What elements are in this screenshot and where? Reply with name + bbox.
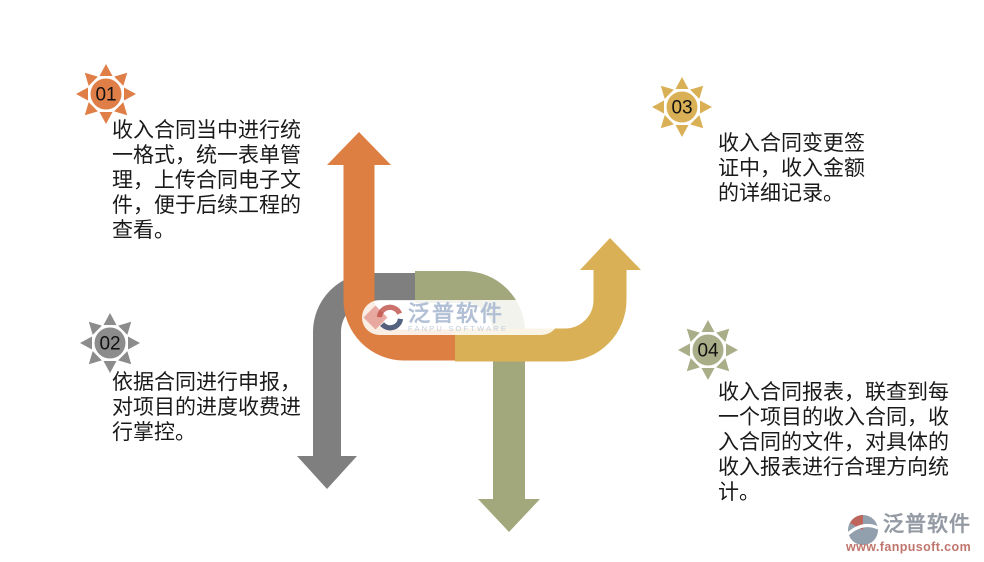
- step-2-description: 依据合同进行申报，对项目的进度收费进行掌控。: [112, 371, 301, 444]
- sunburst-icon: [80, 313, 140, 373]
- step-4-sun-badge: 04: [676, 318, 740, 382]
- step-3-sun-badge: 03: [650, 75, 714, 139]
- arrow-up-left-head: [327, 132, 391, 165]
- step-2-number: 02: [99, 334, 120, 355]
- step-1-description: 收入合同当中进行统一格式，统一表单管理，上传合同电子文件，便于后续工程的查看。: [112, 119, 301, 242]
- sunburst-icon: [678, 320, 738, 380]
- step-4-description: 收入合同报表，联查到每一个项目的收入合同，收入合同的文件，对具体的收入报表进行合…: [718, 381, 949, 504]
- watermark-subtitle-text: FANPU SOFTWARE: [408, 323, 509, 333]
- fanpu-logo-icon: [846, 515, 879, 545]
- watermark-brand-text: 泛普软件: [408, 300, 505, 326]
- center-watermark: 泛普软件 FANPU SOFTWARE: [362, 300, 559, 335]
- arrow-up-right-head: [580, 238, 641, 270]
- step-3-description: 收入合同变更签证中，收入金额的详细记录。: [718, 132, 865, 205]
- sunburst-icon: [652, 77, 712, 137]
- step-1-number: 01: [95, 85, 116, 106]
- step-1-sun-badge: 01: [74, 62, 138, 126]
- step-2-sun-badge: 02: [78, 311, 142, 375]
- sunburst-icon: [76, 64, 136, 124]
- corner-watermark: 泛普软件 www.fanpusoft.com: [846, 511, 978, 557]
- arrow-down-center-head: [478, 499, 540, 532]
- fanpu-logo-icon: [376, 304, 404, 330]
- step-4-number: 04: [697, 341, 719, 362]
- step-3-number: 03: [671, 98, 692, 119]
- arrow-down-left-head: [297, 456, 357, 489]
- corner-brand-text: 泛普软件: [883, 513, 971, 536]
- arrow-up-right-path: [455, 270, 627, 362]
- corner-url-text: www.fanpusoft.com: [846, 540, 972, 554]
